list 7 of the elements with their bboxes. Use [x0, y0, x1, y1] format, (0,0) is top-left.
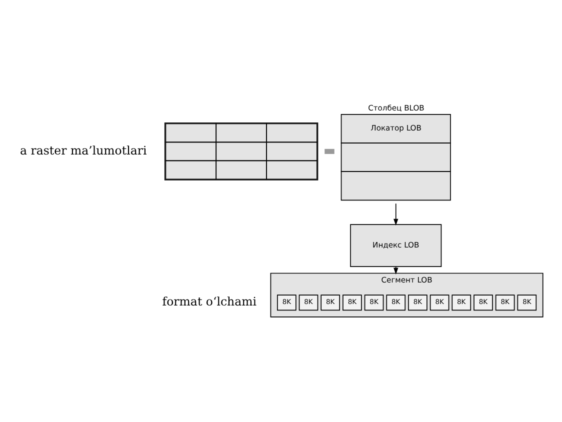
label: format o‘lchami [162, 294, 257, 308]
node-label: Столбец BLOB [368, 102, 424, 112]
node-box: Индекс LOB [350, 224, 442, 266]
connector [324, 148, 334, 154]
arrow [394, 266, 398, 274]
arrow [394, 202, 398, 226]
label: a raster ma’lumotlari [20, 143, 147, 158]
